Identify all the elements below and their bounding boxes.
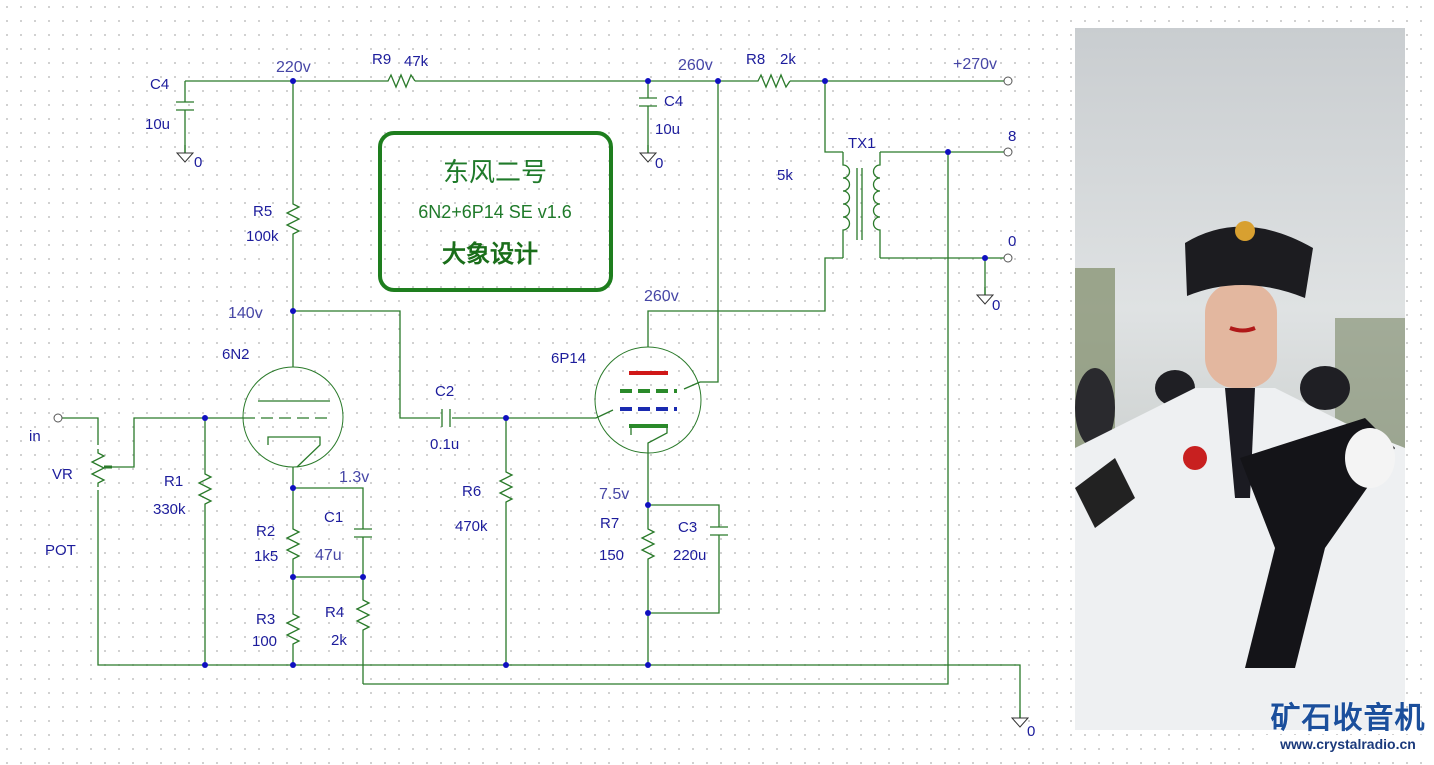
- c1-value: 47u: [315, 547, 342, 564]
- c4-left-ref: C4: [150, 76, 169, 93]
- tx1-value: 5k: [777, 167, 793, 184]
- resistor-r8: [755, 73, 791, 89]
- vr-value: POT: [45, 542, 76, 559]
- title-box: 东风二号 6N2+6P14 SE v1.6 大象设计: [378, 131, 613, 292]
- tube-6n2: [242, 366, 344, 468]
- voltage-260-top: 260v: [678, 57, 713, 74]
- capacitor-c3: [710, 526, 728, 536]
- resistor-r7: [641, 524, 655, 564]
- tube-6p14: [594, 346, 702, 454]
- voltage-1-3: 1.3v: [339, 469, 369, 486]
- b-plus-terminal[interactable]: [1003, 76, 1013, 86]
- output-0-terminal[interactable]: [1003, 253, 1013, 263]
- c4-left-value: 10u: [145, 116, 170, 133]
- watermark-url: www.crystalradio.cn: [1262, 735, 1434, 753]
- voltage-7-5: 7.5v: [599, 486, 629, 503]
- ground-icon: [976, 286, 994, 305]
- r4-ref: R4: [325, 604, 344, 621]
- c3-ref: C3: [678, 519, 697, 536]
- c2-ref: C2: [435, 383, 454, 400]
- voltage-labels: 220v 260v +270v 140v 260v 1.3v 7.5v: [228, 56, 997, 503]
- r3-value: 100: [252, 633, 277, 650]
- ground-label: 0: [655, 155, 663, 172]
- title-subtitle: 6N2+6P14 SE v1.6: [418, 202, 572, 222]
- r2-ref: R2: [256, 523, 275, 540]
- voltage-260-anode: 260v: [644, 288, 679, 305]
- photo-illustration: [1075, 221, 1405, 730]
- c4-right-value: 10u: [655, 121, 680, 138]
- r3-ref: R3: [256, 611, 275, 628]
- input-label: in: [29, 428, 41, 445]
- wires: [62, 80, 1021, 718]
- resistor-r6: [499, 467, 513, 507]
- r6-ref: R6: [462, 483, 481, 500]
- resistor-r1: [198, 469, 212, 509]
- potentiometer-vr: [91, 448, 105, 488]
- c2-value: 0.1u: [430, 436, 459, 453]
- voltage-140: 140v: [228, 305, 263, 322]
- output-0-label: 0: [1008, 233, 1016, 250]
- junction-dots: [202, 78, 988, 668]
- r5-value: 100k: [246, 228, 279, 245]
- c3-value: 220u: [673, 547, 706, 564]
- transformer-tx1: [842, 152, 881, 258]
- tube-6n2-label: 6N2: [222, 346, 250, 363]
- r7-ref: R7: [600, 515, 619, 532]
- ground-icon: [1011, 709, 1029, 728]
- watermark-name: 矿石收音机: [1270, 701, 1426, 736]
- r7-value: 150: [599, 547, 624, 564]
- output-8-label: 8: [1008, 128, 1016, 145]
- designer-signature: 大象设计: [442, 240, 538, 268]
- capacitor-c4-right: [639, 97, 657, 107]
- tube-6p14-label: 6P14: [551, 350, 586, 367]
- r6-value: 470k: [455, 518, 488, 535]
- resistor-r5: [286, 199, 300, 239]
- capacitor-c4-left: [176, 101, 194, 111]
- c4-right-ref: C4: [664, 93, 683, 110]
- ground-label: 0: [1027, 723, 1035, 740]
- resistor-r2: [286, 524, 300, 564]
- watermark: 矿石收音机 www.crystalradio.cn: [1262, 703, 1434, 753]
- vr-ref: VR: [52, 466, 73, 483]
- photo-soldier: [1075, 28, 1405, 730]
- r8-value: 2k: [780, 51, 796, 68]
- capacitor-c1: [354, 528, 372, 538]
- input-terminal[interactable]: [53, 413, 63, 423]
- ground-label: 0: [992, 297, 1000, 314]
- output-8-terminal[interactable]: [1003, 147, 1013, 157]
- c1-ref: C1: [324, 509, 343, 526]
- resistor-r9: [385, 73, 416, 89]
- ground-label: 0: [194, 154, 202, 171]
- r9-value: 47k: [404, 53, 429, 70]
- r4-value: 2k: [331, 632, 347, 649]
- voltage-270: +270v: [953, 56, 997, 73]
- resistor-r4: [356, 595, 370, 635]
- ground-icon: [176, 144, 194, 163]
- resistor-r3: [286, 609, 300, 649]
- ground-icon: [639, 144, 657, 163]
- voltage-220: 220v: [276, 59, 311, 76]
- r9-ref: R9: [372, 51, 391, 68]
- tx1-ref: TX1: [848, 135, 876, 152]
- r8-ref: R8: [746, 51, 765, 68]
- r5-ref: R5: [253, 203, 272, 220]
- r1-value: 330k: [153, 501, 186, 518]
- title-cn: 东风二号: [443, 158, 547, 188]
- component-labels: C4 10u 0 R9 47k C4 10u 0 R8 2k TX1 5k 8 …: [29, 51, 1035, 740]
- r2-value: 1k5: [254, 548, 278, 565]
- r1-ref: R1: [164, 473, 183, 490]
- capacitor-c2: [441, 409, 451, 427]
